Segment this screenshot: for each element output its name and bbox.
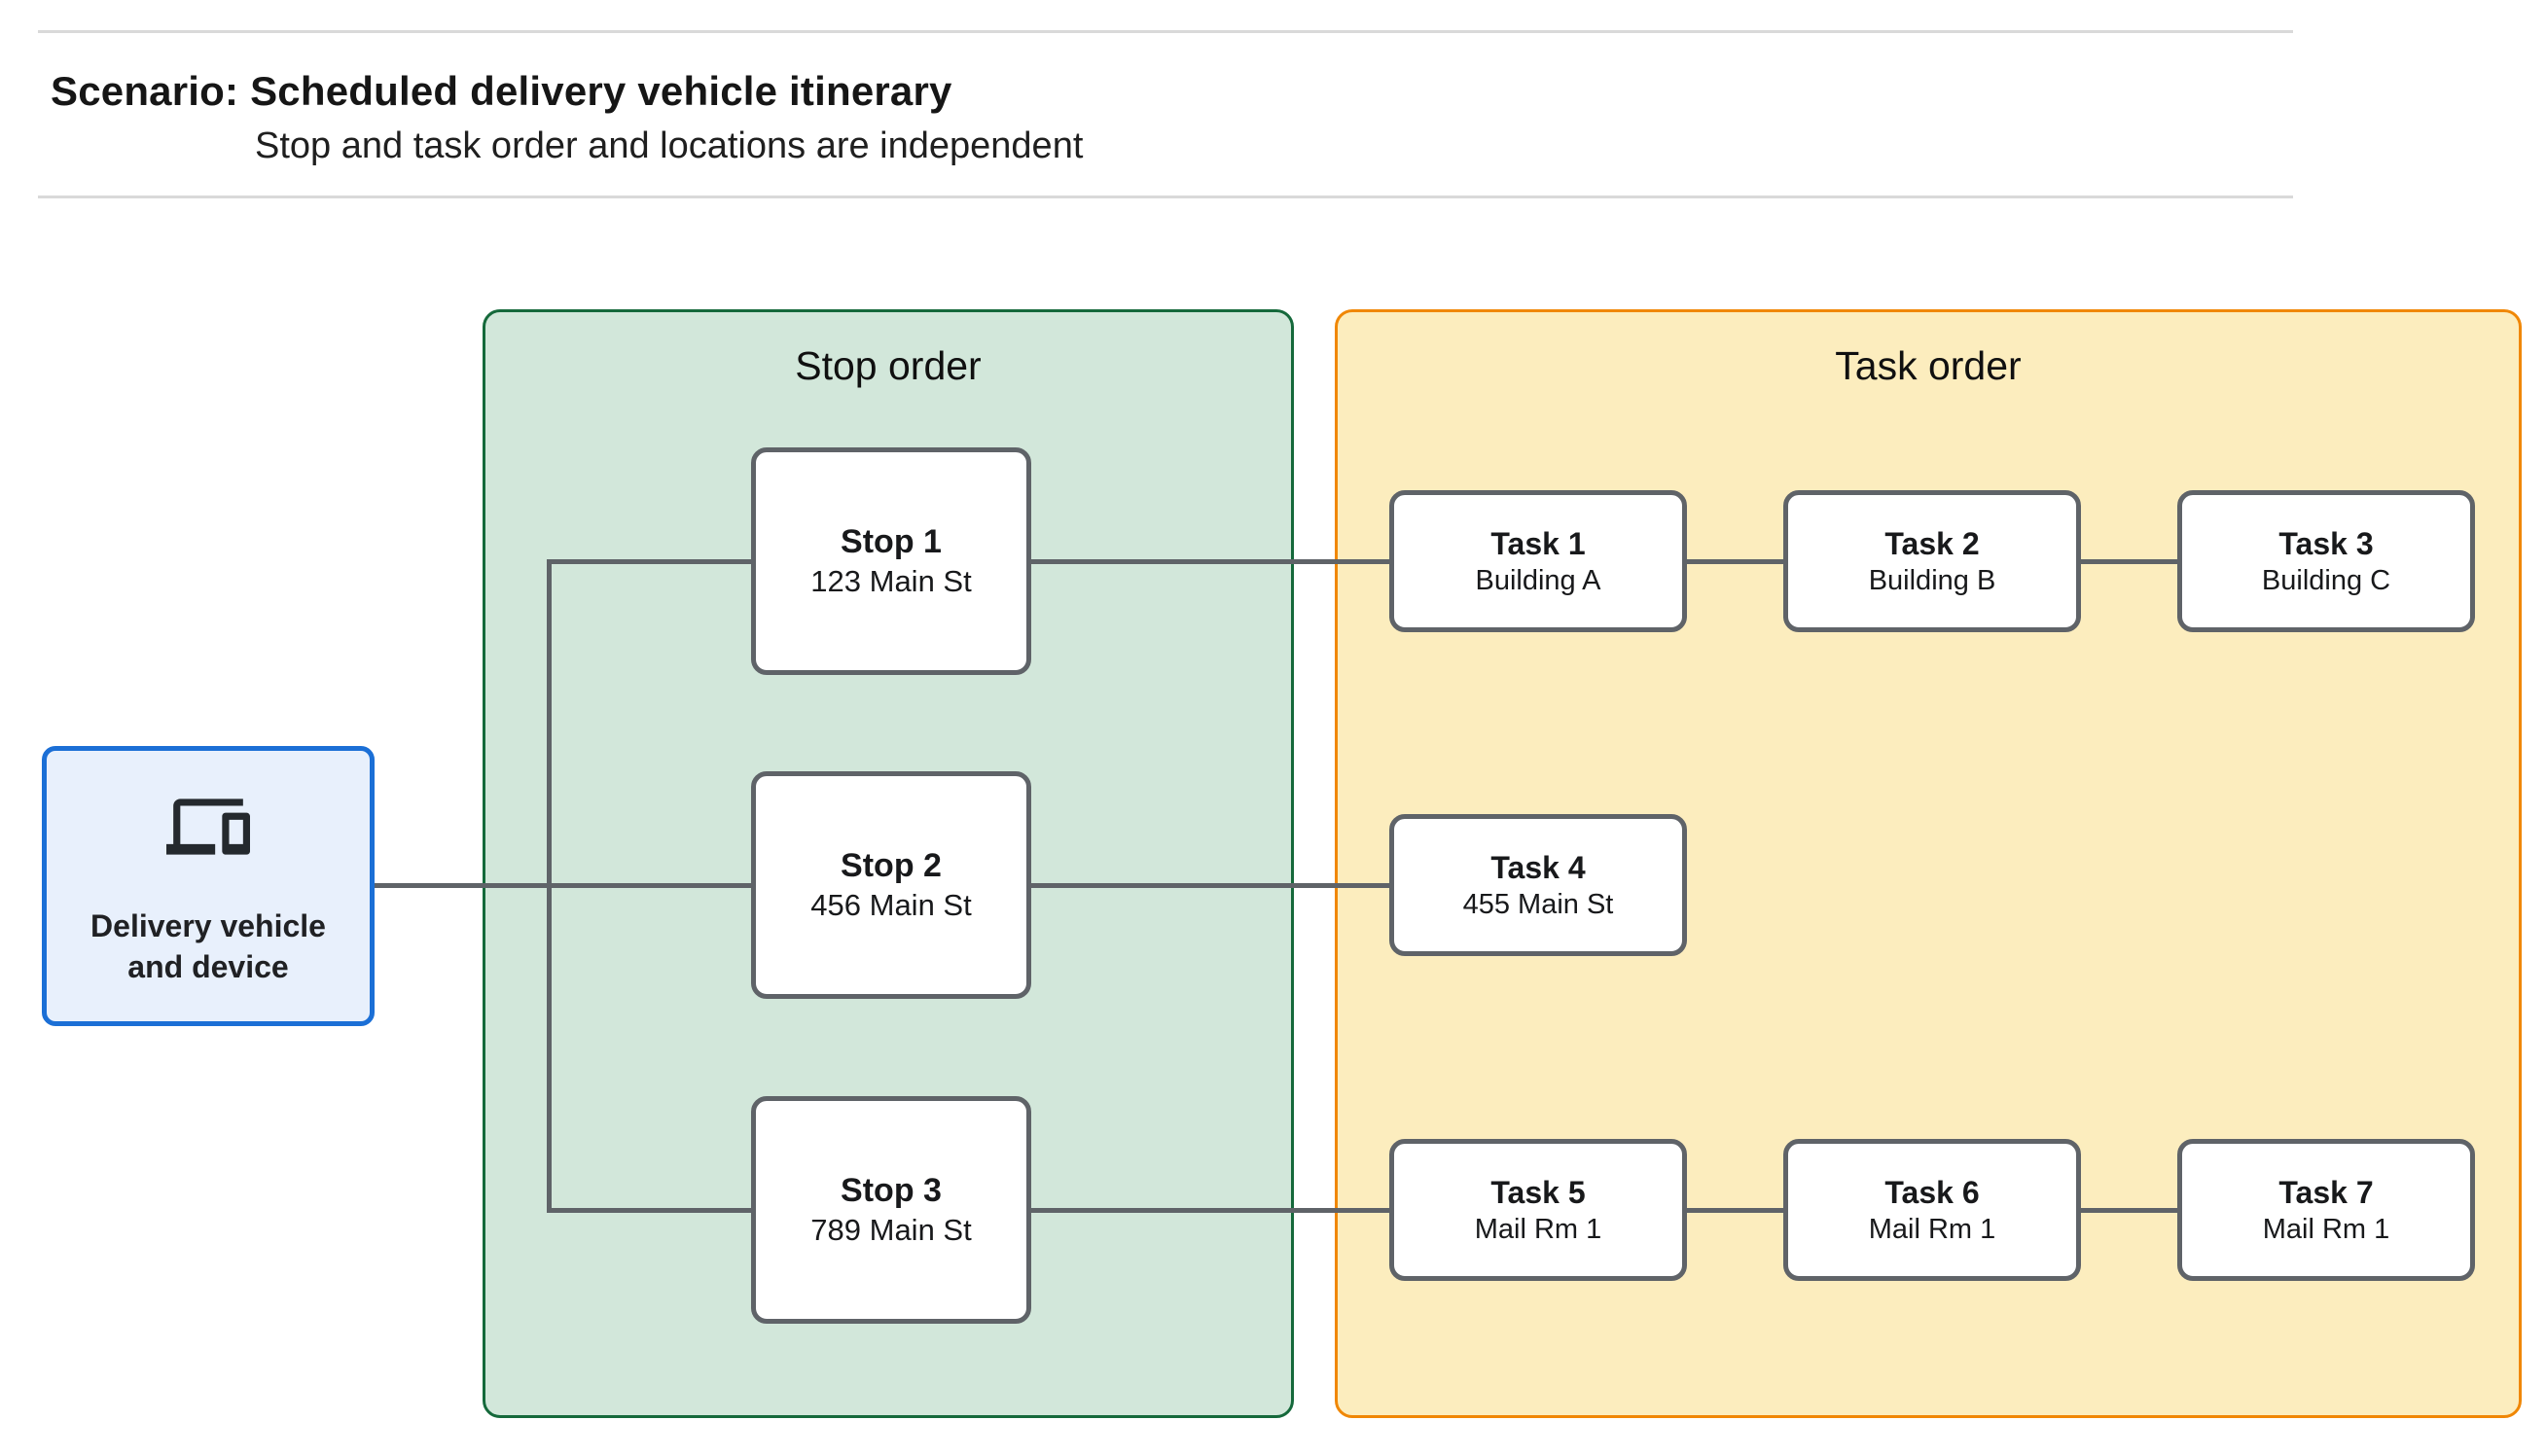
devices-icon xyxy=(166,785,250,869)
task-node-title: Task 3 xyxy=(2278,525,2374,561)
divider-top xyxy=(38,30,2293,33)
connector-task6-task7 xyxy=(2081,1208,2177,1213)
connector-stop-trunk xyxy=(547,559,552,1213)
task-node-location: 455 Main St xyxy=(1462,888,1614,920)
connector-task2-task3 xyxy=(2081,559,2177,564)
stop-node-location: 456 Main St xyxy=(810,888,972,922)
divider-bottom xyxy=(38,195,2293,198)
task-node-6: Task 6 Mail Rm 1 xyxy=(1783,1139,2081,1281)
task-node-2: Task 2 Building B xyxy=(1783,490,2081,632)
delivery-vehicle-label-line1: Delivery vehicle xyxy=(90,908,326,943)
task-node-4: Task 4 455 Main St xyxy=(1389,814,1687,956)
delivery-vehicle-label-line2: and device xyxy=(127,949,289,984)
stop-node-title: Stop 1 xyxy=(841,523,942,560)
connector-stop2-task4 xyxy=(1031,883,1391,888)
task-node-title: Task 7 xyxy=(2278,1174,2374,1210)
stop-node-title: Stop 3 xyxy=(841,1172,942,1209)
delivery-vehicle-label: Delivery vehicle and device xyxy=(90,906,326,987)
stop-node-location: 123 Main St xyxy=(810,564,972,598)
connector-stop3-task5 xyxy=(1031,1208,1391,1213)
task-node-title: Task 6 xyxy=(1884,1174,1980,1210)
stop-node-title: Stop 2 xyxy=(841,847,942,884)
task-node-title: Task 4 xyxy=(1490,849,1586,885)
connector-trunk-to-stop3 xyxy=(547,1208,751,1213)
task-node-location: Building A xyxy=(1475,564,1601,596)
connector-trunk-to-stop1 xyxy=(547,559,751,564)
page-title: Scenario: Scheduled delivery vehicle iti… xyxy=(51,68,952,114)
task-node-location: Mail Rm 1 xyxy=(2262,1213,2390,1245)
page-subtitle: Stop and task order and locations are in… xyxy=(255,125,1084,166)
task-node-location: Building C xyxy=(2261,564,2391,596)
delivery-vehicle-node: Delivery vehicle and device xyxy=(42,746,375,1026)
stop-order-panel-title: Stop order xyxy=(795,343,982,388)
task-node-location: Building B xyxy=(1868,564,1996,596)
stop-node-location: 789 Main St xyxy=(810,1213,972,1247)
connector-stop1-task1 xyxy=(1031,559,1391,564)
task-node-title: Task 5 xyxy=(1490,1174,1586,1210)
task-node-5: Task 5 Mail Rm 1 xyxy=(1389,1139,1687,1281)
connector-task1-task2 xyxy=(1687,559,1783,564)
task-node-title: Task 2 xyxy=(1884,525,1980,561)
task-node-location: Mail Rm 1 xyxy=(1868,1213,1996,1245)
task-node-location: Mail Rm 1 xyxy=(1474,1213,1602,1245)
task-node-7: Task 7 Mail Rm 1 xyxy=(2177,1139,2475,1281)
stop-node-3: Stop 3 789 Main St xyxy=(751,1096,1031,1324)
task-node-title: Task 1 xyxy=(1490,525,1586,561)
task-order-panel-title: Task order xyxy=(1835,343,2022,388)
task-node-3: Task 3 Building C xyxy=(2177,490,2475,632)
task-node-1: Task 1 Building A xyxy=(1389,490,1687,632)
connector-task5-task6 xyxy=(1687,1208,1783,1213)
connector-vehicle-to-stops xyxy=(375,883,751,888)
stop-node-1: Stop 1 123 Main St xyxy=(751,447,1031,675)
stop-node-2: Stop 2 456 Main St xyxy=(751,771,1031,999)
